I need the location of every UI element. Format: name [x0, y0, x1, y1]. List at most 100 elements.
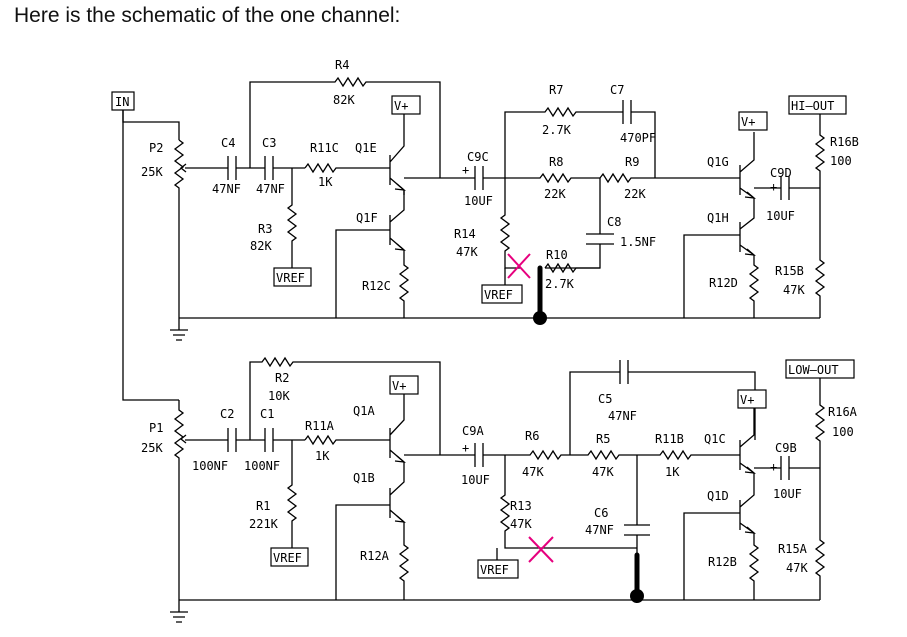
- r15b-label: R15B: [775, 264, 804, 278]
- vplus-box: V+: [389, 375, 419, 395]
- x-mark: [507, 253, 531, 279]
- r10-label: R10: [546, 248, 568, 262]
- svg-text:HI—OUT: HI—OUT: [791, 99, 834, 113]
- r12b-label: R12B: [708, 555, 737, 569]
- c9b-value: 10UF: [773, 487, 802, 501]
- r16a-label: R16A: [828, 405, 858, 419]
- c9a-value: 10UF: [461, 473, 490, 487]
- c1-label: C1: [260, 407, 274, 421]
- p1-value: 25K: [141, 441, 163, 455]
- r15a-label: R15A: [778, 542, 808, 556]
- r5-label: R5: [596, 432, 610, 446]
- r4-label: R4: [335, 58, 349, 72]
- r15a-value: 47K: [786, 561, 808, 575]
- low-out-port: LOW—OUT: [785, 359, 855, 379]
- hi-out-port: HI—OUT: [788, 95, 847, 115]
- r14-label: R14: [454, 227, 476, 241]
- r16a-value: 100: [832, 425, 854, 439]
- svg-text:+: +: [462, 441, 469, 455]
- r1-value: 221K: [249, 517, 279, 531]
- vplus-box: V+: [737, 389, 767, 409]
- svg-text:VREF: VREF: [484, 288, 513, 302]
- r16b-label: R16B: [830, 135, 859, 149]
- r5-value: 47K: [592, 465, 614, 479]
- q1g-label: Q1G: [707, 155, 729, 169]
- r12c-label: R12C: [362, 279, 391, 293]
- q1c-label: Q1C: [704, 432, 726, 446]
- r11b-label: R11B: [655, 432, 684, 446]
- c7-label: C7: [610, 83, 624, 97]
- svg-text:+: +: [770, 180, 777, 194]
- svg-text:+: +: [462, 163, 469, 177]
- c6-value: 47NF: [585, 523, 614, 537]
- r11c-value: 1K: [318, 175, 333, 189]
- c9a-label: C9A: [462, 424, 484, 438]
- top-channel: P2 25K C4 C3 47NF 47NF R4 82K R3 82K VRE…: [141, 58, 859, 341]
- vref-box: VREF: [481, 284, 523, 304]
- q1b-label: Q1B: [353, 471, 375, 485]
- svg-text:V+: V+: [394, 99, 408, 113]
- p2-label: P2: [149, 141, 163, 155]
- r3-value: 82K: [250, 239, 272, 253]
- q1f-label: Q1F: [356, 211, 378, 225]
- svg-text:+: +: [770, 460, 777, 474]
- r6-label: R6: [525, 429, 539, 443]
- c7-value: 470PF: [620, 131, 656, 145]
- r2-value: 10K: [268, 389, 290, 403]
- c2-label: C2: [220, 407, 234, 421]
- c4-label: C4: [221, 136, 235, 150]
- r10-value: 2.7K: [545, 277, 575, 291]
- r14-value: 47K: [456, 245, 478, 259]
- q1h-label: Q1H: [707, 211, 729, 225]
- q1e-label: Q1E: [355, 141, 377, 155]
- caption: Here is the schematic of the one channel…: [14, 4, 401, 27]
- c8-value: 1.5NF: [620, 235, 656, 249]
- c2-value: 100NF: [192, 459, 228, 473]
- svg-text:V+: V+: [740, 393, 754, 407]
- svg-text:LOW—OUT: LOW—OUT: [788, 363, 839, 377]
- r4-value: 82K: [333, 93, 355, 107]
- c6-label: C6: [594, 506, 608, 520]
- vplus-box: V+: [391, 95, 421, 115]
- svg-text:V+: V+: [741, 115, 755, 129]
- c9c-label: C9C: [467, 150, 489, 164]
- vref-box: VREF: [273, 267, 312, 287]
- vref-box: VREF: [270, 547, 309, 567]
- r7-label: R7: [549, 83, 563, 97]
- bottom-channel: P1 25K C2 C1 100NF 100NF R2 10K R1 221K …: [141, 356, 858, 623]
- c9b-label: C9B: [775, 441, 797, 455]
- r2-label: R2: [275, 371, 289, 385]
- svg-text:IN: IN: [115, 95, 129, 109]
- r3-label: R3: [258, 222, 272, 236]
- c5-value: 47NF: [608, 409, 637, 423]
- x-mark: [528, 536, 554, 563]
- r11c-label: R11C: [310, 141, 339, 155]
- r15b-value: 47K: [783, 283, 805, 297]
- svg-text:VREF: VREF: [480, 563, 509, 577]
- c8-label: C8: [607, 215, 621, 229]
- r12d-label: R12D: [709, 276, 738, 290]
- r8-value: 22K: [544, 187, 566, 201]
- p1-label: P1: [149, 421, 163, 435]
- c3-label: C3: [262, 136, 276, 150]
- r1-label: R1: [256, 499, 270, 513]
- r6-value: 47K: [522, 465, 544, 479]
- r13-value: 47K: [510, 517, 532, 531]
- r11b-value: 1K: [665, 465, 680, 479]
- r7-value: 2.7K: [542, 123, 572, 137]
- c3-value: 47NF: [256, 182, 285, 196]
- in-port: IN: [111, 91, 135, 111]
- c4-value: 47NF: [212, 182, 241, 196]
- c1-value: 100NF: [244, 459, 280, 473]
- svg-text:VREF: VREF: [276, 271, 305, 285]
- c9c-value: 10UF: [464, 194, 493, 208]
- svg-text:V+: V+: [392, 379, 406, 393]
- c5-label: C5: [598, 392, 612, 406]
- r11a-label: R11A: [305, 419, 335, 433]
- c9d-value: 10UF: [766, 209, 795, 223]
- p2-value: 25K: [141, 165, 163, 179]
- r9-value: 22K: [624, 187, 646, 201]
- r9-label: R9: [625, 155, 639, 169]
- q1d-label: Q1D: [707, 489, 729, 503]
